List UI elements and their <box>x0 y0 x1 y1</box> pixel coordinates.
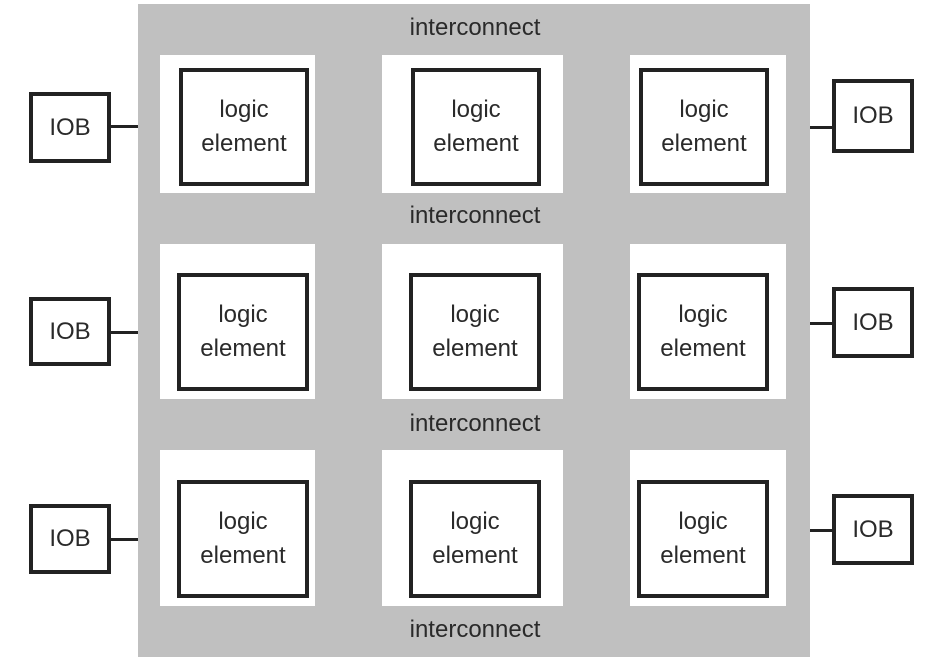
iob-block: IOB <box>832 79 914 153</box>
iob-wire <box>111 538 138 541</box>
interconnect-label: interconnect <box>409 410 541 437</box>
iob-block: IOB <box>29 92 111 163</box>
iob-block: IOB <box>29 297 111 366</box>
iob-wire <box>111 331 138 334</box>
iob-wire <box>810 529 832 532</box>
iob-wire <box>111 125 138 128</box>
iob-block: IOB <box>832 494 914 565</box>
iob-block: IOB <box>29 504 111 574</box>
iob-wire <box>810 126 832 129</box>
interconnect-label: interconnect <box>409 202 541 229</box>
iob-wire <box>810 322 832 325</box>
interconnect-label: interconnect <box>409 616 541 643</box>
iob-block: IOB <box>832 287 914 358</box>
interconnect-label: interconnect <box>409 14 541 41</box>
